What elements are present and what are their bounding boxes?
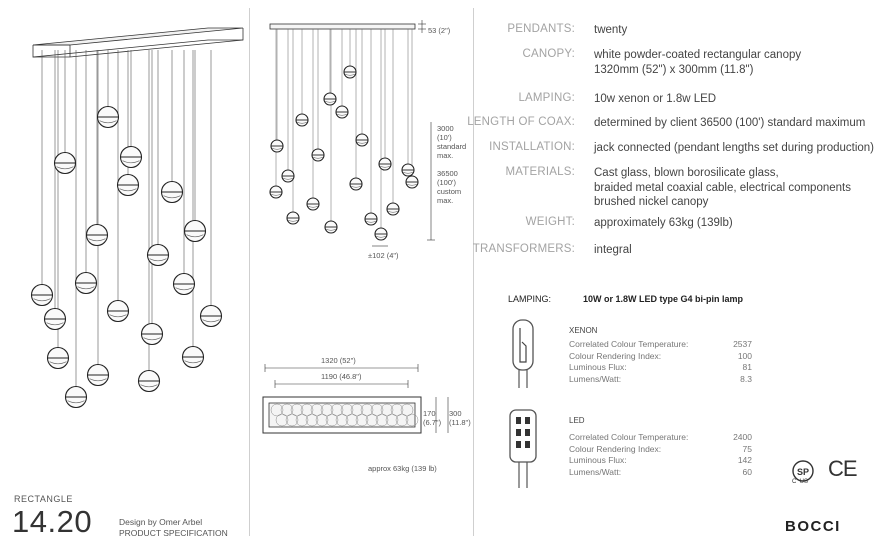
csa-cert-text: C US bbox=[792, 479, 809, 485]
csa-cert-icon: SP bbox=[792, 460, 814, 482]
product-doc-type: PRODUCT SPECIFICATION bbox=[119, 528, 228, 538]
divider-left bbox=[249, 8, 250, 536]
elevation-drawing bbox=[269, 20, 435, 247]
chandelier-perspective-render bbox=[30, 27, 244, 409]
ce-cert-icon: CE bbox=[828, 456, 858, 481]
plan-weight: approx 63kg (139 lb) bbox=[368, 464, 437, 473]
plan-drawing bbox=[262, 364, 449, 434]
product-number: 14.20 bbox=[12, 504, 93, 539]
led-lamp-icon bbox=[509, 409, 537, 488]
spec-value-installation: jack connected (pendant lengths set duri… bbox=[594, 142, 875, 154]
spec-value-pendants: twenty bbox=[594, 24, 628, 36]
spec-label-coax: LENGTH OF COAX: bbox=[467, 116, 575, 128]
product-series: RECTANGLE bbox=[14, 494, 73, 504]
spec-value-coax: determined by client 36500 (100') standa… bbox=[594, 117, 866, 129]
spec-label-canopy: CANOPY: bbox=[522, 48, 575, 60]
bottom-spread-dim: ±102 (4") bbox=[368, 251, 399, 260]
spec-label-materials: MATERIALS: bbox=[505, 166, 575, 178]
svg-text:SP: SP bbox=[797, 467, 809, 477]
spec-label-transformers: TRANSFORMERS: bbox=[472, 243, 575, 255]
product-designer: Design by Omer Arbel bbox=[119, 517, 203, 527]
plan-overall-dim: 1320 (52") bbox=[321, 356, 356, 365]
plan-inner-dim: 1190 (46.8") bbox=[321, 372, 362, 381]
divider-right bbox=[473, 8, 474, 536]
plan-depth-outer-dim: 300(11.8") bbox=[449, 409, 471, 427]
xenon-lamp-icon bbox=[512, 319, 534, 388]
spec-value-transformers: integral bbox=[594, 244, 632, 256]
spec-label-pendants: PENDANTS: bbox=[507, 23, 575, 35]
spec-label-lamping: LAMPING: bbox=[518, 92, 575, 104]
lamping-section-title: 10W or 1.8W LED type G4 bi-pin lamp bbox=[583, 294, 744, 304]
spec-value-lamping: 10w xenon or 1.8w LED bbox=[594, 93, 717, 105]
xenon-title: XENON bbox=[569, 326, 598, 335]
spec-label-installation: INSTALLATION: bbox=[489, 141, 575, 153]
canopy-height-dim: 53 (2") bbox=[428, 26, 451, 35]
brand-logo: BOCCI bbox=[785, 518, 841, 535]
spec-label-weight: WEIGHT: bbox=[525, 216, 575, 228]
spec-value-weight: approximately 63kg (139lb) bbox=[594, 217, 733, 229]
led-title: LED bbox=[569, 416, 585, 425]
lamping-section-label: LAMPING: bbox=[508, 294, 552, 304]
spec-value-materials: Cast glass, blown borosilicate glass,bra… bbox=[594, 167, 851, 208]
plan-depth-inner-dim: 170(6.7") bbox=[423, 409, 442, 427]
